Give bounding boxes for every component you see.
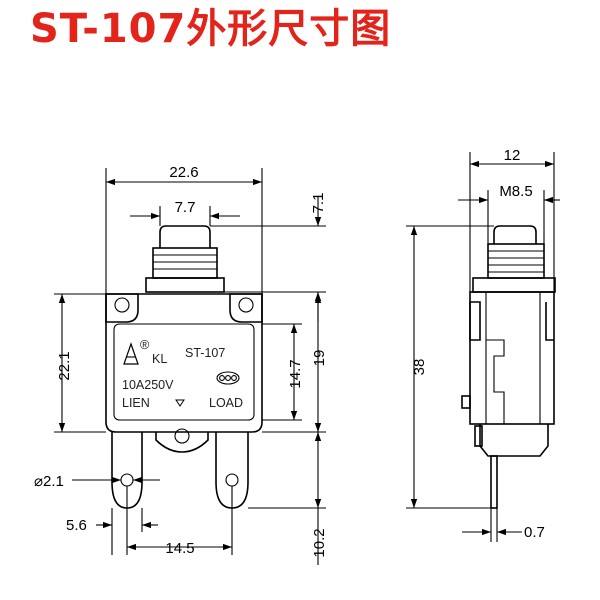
line-label: LIEN <box>122 396 150 410</box>
certification-mark-icon <box>216 371 240 385</box>
registered-mark: ® <box>140 338 150 352</box>
dim-button-width: 7.7 <box>175 199 196 216</box>
terminal-hole-left <box>120 473 134 487</box>
dim-terminal-offset: 5.6 <box>66 517 87 534</box>
side-dimensions: 12 M8.5 38 0.7 <box>406 147 560 542</box>
side-body <box>461 291 555 457</box>
mounting-hole-right <box>238 297 254 313</box>
dim-width: 22.6 <box>169 164 198 181</box>
body-markings: ® KL ST-107 10A250V LIEN LOAD <box>122 338 243 410</box>
dim-total-height: 38 <box>411 359 428 376</box>
rating-label: 10A250V <box>122 378 174 392</box>
dim-terminal-pitch: 14.5 <box>165 540 194 557</box>
model-label: ST-107 <box>185 346 225 360</box>
dim-side-width: 12 <box>504 147 521 164</box>
side-terminal <box>474 425 498 509</box>
dim-mid-height: 19 <box>311 350 328 367</box>
terminal-hole-right <box>225 473 239 487</box>
front-dimensions: 22.6 7.7 7.1 22.1 14.7 19 10.2 <box>34 164 328 565</box>
logo-icon <box>123 342 139 365</box>
dim-button-height: 7.1 <box>310 193 327 214</box>
brand-label: KL <box>152 352 167 366</box>
dim-body-height: 22.1 <box>56 351 73 380</box>
side-view <box>461 225 556 509</box>
screw-hole <box>174 428 190 444</box>
front-body <box>105 293 263 453</box>
side-push-button <box>472 225 556 293</box>
dim-hole-diameter: ⌀2.1 <box>34 473 64 490</box>
terminals <box>111 432 249 509</box>
load-label: LOAD <box>209 396 243 410</box>
ground-icon <box>175 399 185 407</box>
mounting-hole-left <box>114 297 130 313</box>
diagram-title: ST-107外形尺寸图 <box>30 6 392 52</box>
dim-inner-height: 14.7 <box>287 359 304 388</box>
dim-terminal-thickness: 0.7 <box>524 524 545 541</box>
dim-terminal-length: 10.2 <box>311 528 328 557</box>
push-button <box>145 225 225 293</box>
dim-thread: M8.5 <box>499 183 532 200</box>
front-view: ® KL ST-107 10A250V LIEN LOAD <box>105 225 263 509</box>
